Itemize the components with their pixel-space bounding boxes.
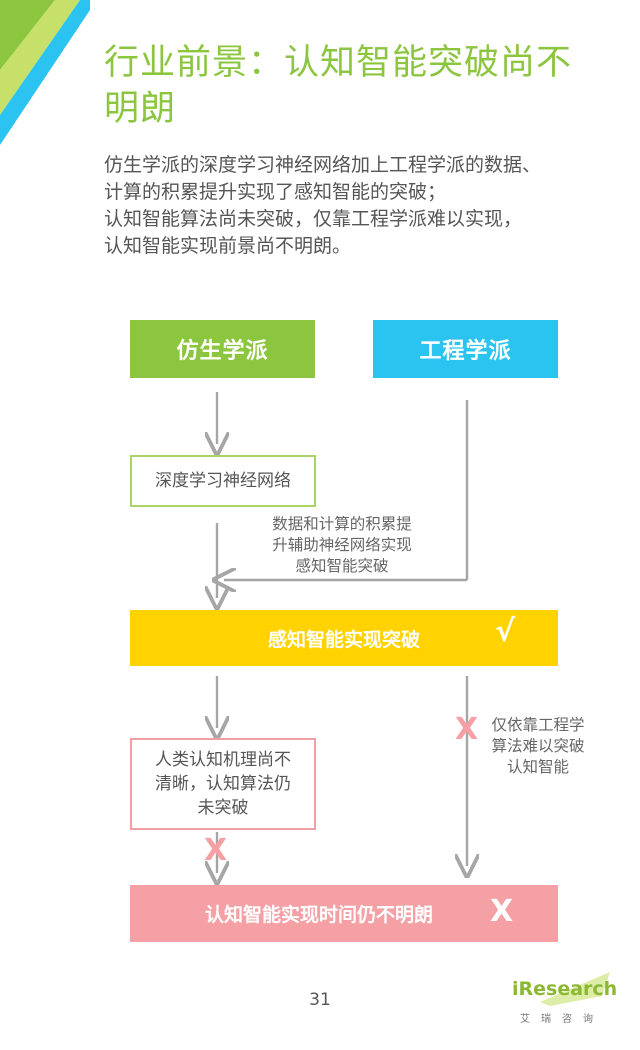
deep-learning-box: 深度学习神经网络 bbox=[130, 455, 316, 507]
perception-breakthrough-bar: 感知智能实现突破 bbox=[130, 610, 558, 666]
cognition-result-bar: 认知智能实现时间仍不明朗 bbox=[130, 885, 558, 942]
check-icon: √ bbox=[495, 614, 516, 649]
issue-line: 清晰，认知算法仍 bbox=[155, 774, 291, 794]
deep-learning-label: 深度学习神经网络 bbox=[155, 471, 291, 491]
intro-line: 仿生学派的深度学习神经网络加上工程学派的数据、 bbox=[104, 154, 542, 176]
intro-text: 仿生学派的深度学习神经网络加上工程学派的数据、 计算的积累提升实现了感知智能的突… bbox=[104, 152, 624, 260]
perception-breakthrough-label: 感知智能实现突破 bbox=[267, 628, 420, 651]
engineering-only-note: 仅依靠工程学 算法难以突破 认知智能 bbox=[483, 715, 593, 778]
note-line: 感知智能突破 bbox=[295, 557, 389, 575]
brand-logo-cn: 艾瑞咨询 bbox=[520, 1014, 604, 1025]
title-line: 明朗 bbox=[104, 89, 177, 129]
note-line: 认知智能 bbox=[506, 758, 569, 776]
intro-line: 计算的积累提升实现了感知智能的突破； bbox=[104, 181, 447, 203]
data-compute-note: 数据和计算的积累提 升辅助神经网络实现 感知智能突破 bbox=[252, 514, 432, 577]
cross-icon: X bbox=[204, 833, 228, 868]
note-line: 算法难以突破 bbox=[491, 737, 585, 755]
bionic-school-label: 仿生学派 bbox=[176, 339, 269, 364]
page-number: 31 bbox=[309, 990, 331, 1010]
intro-line: 认知智能算法尚未突破，仅靠工程学派难以实现， bbox=[104, 208, 523, 230]
note-line: 数据和计算的积累提 bbox=[272, 515, 412, 533]
intro-line: 认知智能实现前景尚不明朗。 bbox=[104, 235, 352, 257]
issue-line: 人类认知机理尚不 bbox=[155, 750, 291, 770]
brand-logo: iResearch bbox=[512, 978, 618, 1000]
bionic-school-box: 仿生学派 bbox=[130, 320, 315, 378]
brand-logo-swoosh bbox=[540, 972, 610, 1006]
engineering-school-box: 工程学派 bbox=[373, 320, 558, 378]
issue-line: 未突破 bbox=[197, 798, 249, 818]
cognition-result-label: 认知智能实现时间仍不明朗 bbox=[204, 904, 433, 926]
engineering-school-label: 工程学派 bbox=[419, 339, 512, 364]
cognition-issue-box: 人类认知机理尚不 清晰，认知算法仍 未突破 bbox=[130, 738, 316, 830]
result-cross-icon: X bbox=[490, 894, 514, 929]
note-line: 升辅助神经网络实现 bbox=[272, 536, 412, 554]
title-line: 行业前景：认知智能突破尚不 bbox=[104, 43, 573, 83]
page-title: 行业前景：认知智能突破尚不 明朗 bbox=[104, 40, 614, 132]
corner-decoration bbox=[0, 0, 90, 145]
note-line: 仅依靠工程学 bbox=[491, 716, 585, 734]
cross-icon: X bbox=[455, 712, 479, 747]
